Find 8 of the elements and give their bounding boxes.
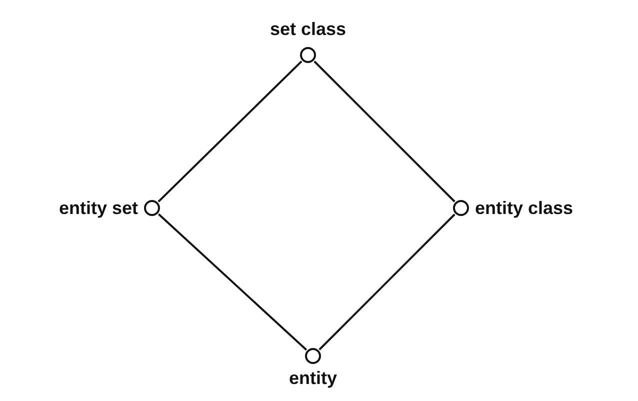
connector-line [158,60,302,202]
node-label: entity set [58,197,138,220]
connector-line [314,60,456,202]
connector-line [318,214,456,350]
node-label: entity class [475,197,574,220]
node-label: set class [268,18,348,41]
node-label: entity [288,367,338,390]
connector-line [158,213,308,351]
